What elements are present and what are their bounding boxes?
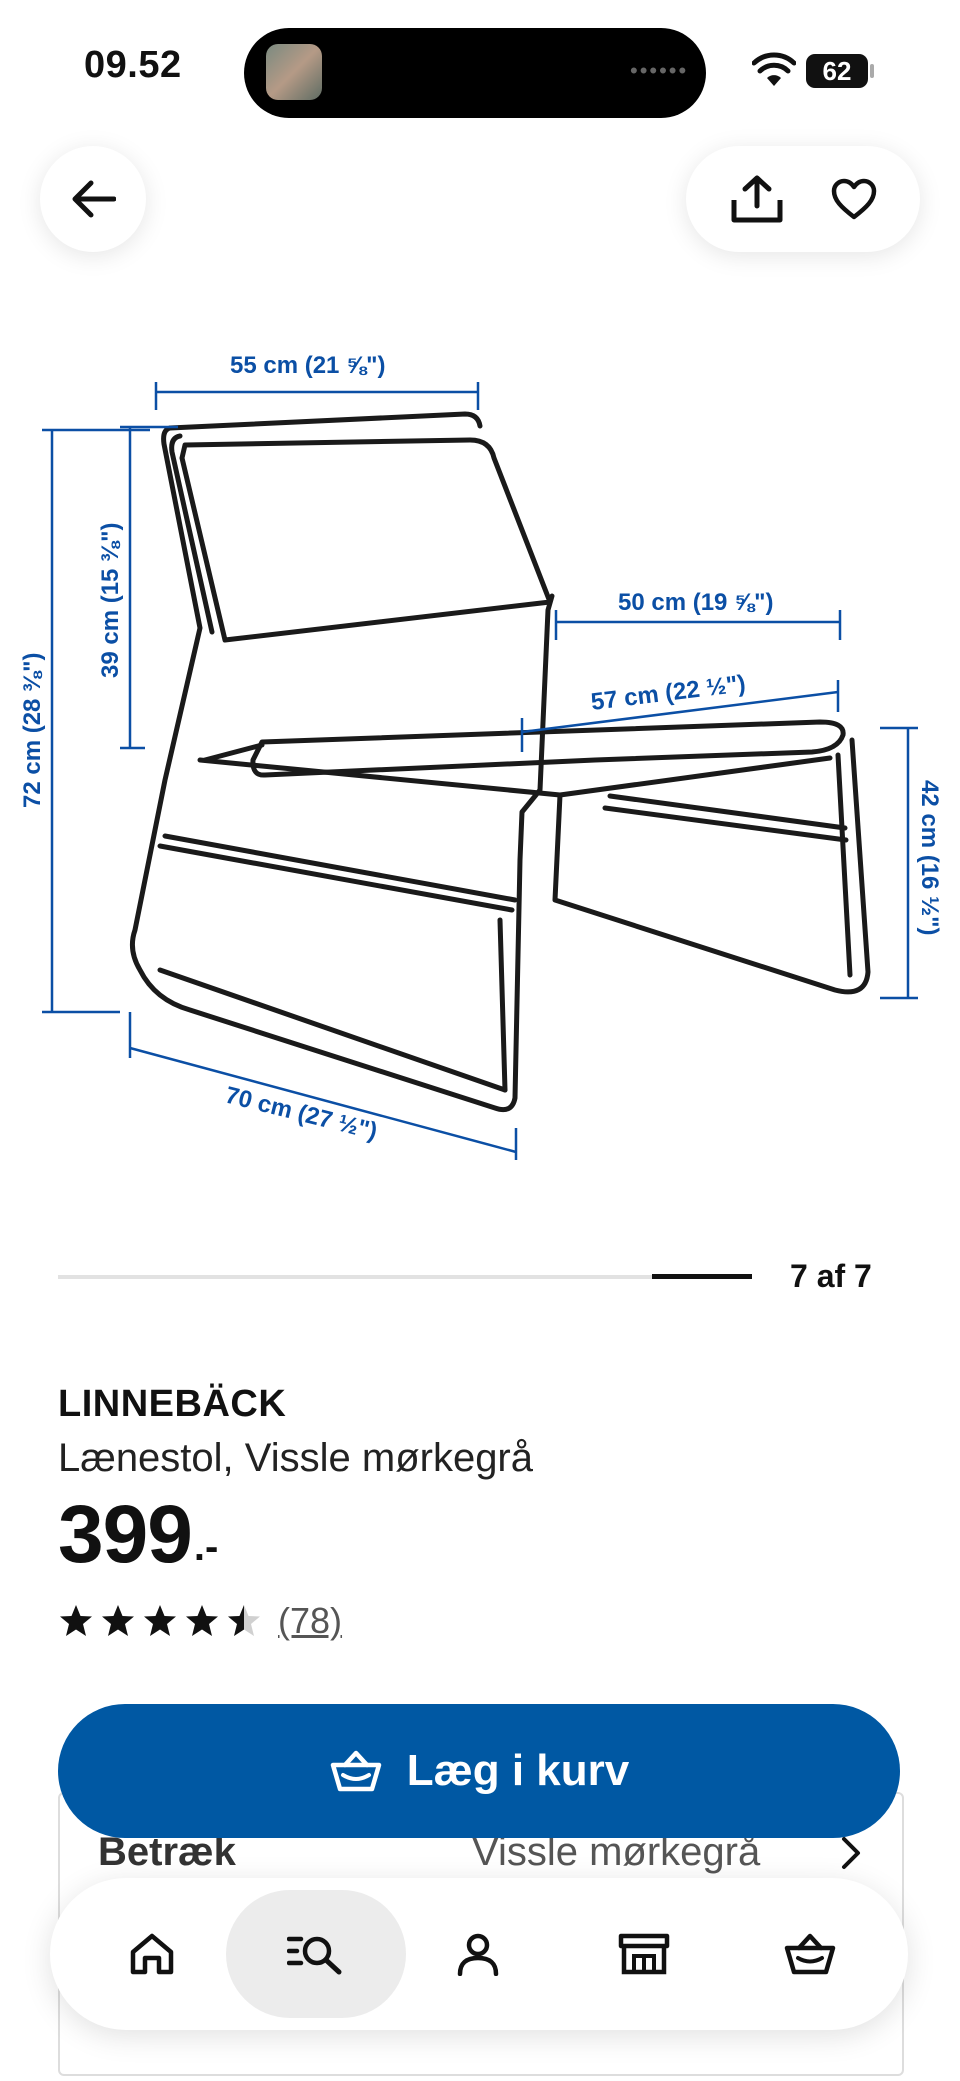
nav-home[interactable] [76,1890,228,2018]
share-icon[interactable] [729,174,785,224]
dimension-labels: 55 cm (21 ⅝") 39 cm (15 ⅜") 72 cm (28 ⅜"… [19,352,943,1145]
back-button[interactable] [40,146,146,252]
star-icon [102,1605,134,1636]
battery-tip [870,64,874,78]
review-count-link[interactable]: (78) [278,1600,343,1641]
chevron-right-icon[interactable] [840,1836,862,1875]
star-icon [144,1605,176,1636]
nav-profile[interactable] [402,1890,554,2018]
nav-stores[interactable] [568,1890,720,2018]
product-price: 399 .- [58,1494,218,1576]
price-integer: 399 [58,1489,193,1580]
carousel-progress [652,1274,752,1279]
dim-seat-depth: 50 cm (19 ⅝") [618,589,773,616]
carousel-track [58,1275,658,1279]
store-icon [618,1932,670,1976]
nav-basket[interactable] [734,1890,886,2018]
dim-depth: 70 cm (27 ½") [223,1082,380,1146]
star-icon [60,1605,92,1636]
action-pill [686,146,920,252]
home-icon [129,1932,175,1976]
search-icon [287,1933,345,1975]
now-playing-thumbnail [266,44,322,100]
dim-seat-height: 42 cm (16 ½") [916,780,943,935]
product-description: Lænestol, Vissle mørkegrå [58,1436,533,1480]
chair-drawing [129,411,871,1113]
dim-total-height: 72 cm (28 ⅜") [19,653,46,808]
nav-search[interactable] [226,1890,406,2018]
carousel-counter: 7 af 7 [790,1258,872,1294]
status-time: 09.52 [84,44,182,86]
product-image[interactable]: 55 cm (21 ⅝") 39 cm (15 ⅜") 72 cm (28 ⅜"… [0,320,960,1180]
price-suffix: .- [193,1525,219,1569]
add-to-cart-button[interactable]: Læg i kurv [58,1704,900,1838]
dim-seat-width: 57 cm (22 ½") [589,670,747,716]
basket-icon [329,1749,383,1793]
battery-indicator: 62 [806,54,868,88]
dim-back-height: 39 cm (15 ⅜") [97,523,124,678]
dim-width-top: 55 cm (21 ⅝") [230,352,385,379]
add-to-cart-label: Læg i kurv [406,1746,630,1795]
star-half-icon [228,1605,260,1636]
basket-icon [784,1932,836,1976]
star-icon [186,1605,218,1636]
arrow-left-icon [70,179,116,219]
rating-stars[interactable] [58,1604,262,1638]
wifi-icon [751,52,797,93]
heart-icon[interactable] [831,178,877,220]
island-indicator: •••••• [630,58,689,83]
profile-icon [456,1932,500,1976]
product-name: LINNEBÄCK [58,1383,287,1425]
